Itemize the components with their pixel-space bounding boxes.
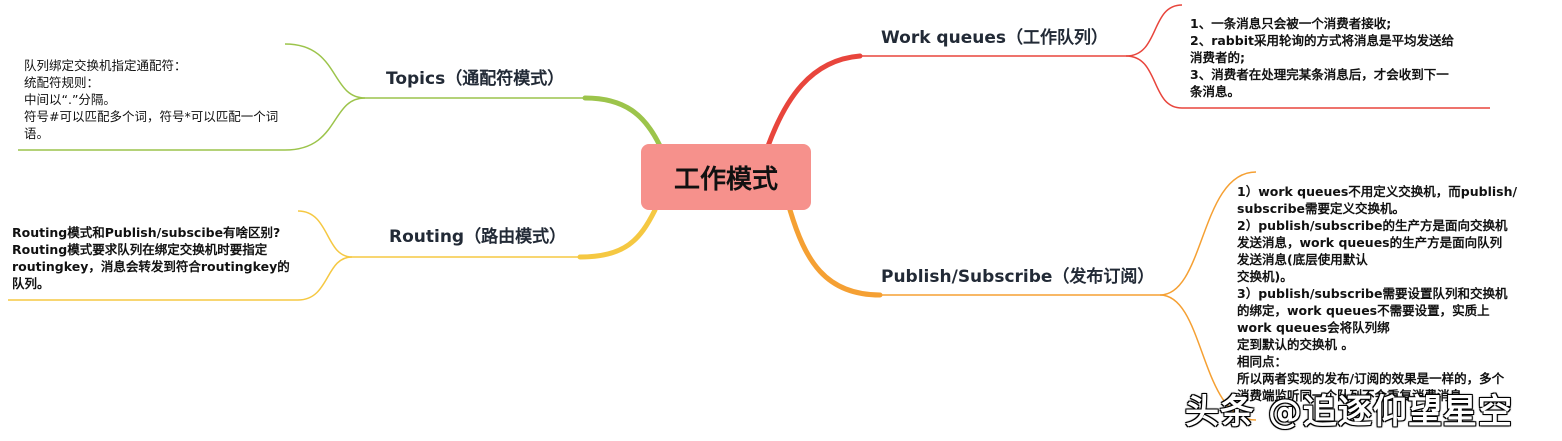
note-routing[interactable]: Routing模式和Publish/subscibe有啥区别? Routing模…: [12, 224, 290, 292]
note-line: 1、一条消息只会被一个消费者接收;: [1190, 16, 1392, 31]
note-line: 的绑定，work queues不需要设置，实质上: [1237, 303, 1490, 318]
connector-topics: [582, 95, 663, 149]
connector-routing: [577, 207, 658, 260]
note-line: 队列绑定交换机指定通配符：: [24, 58, 187, 73]
note-line: Routing模式和Publish/subscibe有啥区别?: [12, 225, 281, 240]
bracket-publish-subscribe-top: [1159, 171, 1257, 296]
bracket-work-queues-bottom: [1125, 55, 1490, 109]
note-line: 消费者的;: [1190, 50, 1245, 65]
bracket-topics-top: [284, 43, 366, 99]
watermark: 头条 @追逐仰望星空: [1185, 392, 1513, 432]
note-line: 相同点：: [1237, 354, 1288, 369]
note-line: 交换机)。: [1237, 269, 1293, 284]
note-line: 统配符规则：: [24, 75, 100, 90]
branch-topics-title[interactable]: Topics（通配符模式）: [386, 69, 565, 89]
note-line: 语。: [24, 126, 50, 141]
note-line: 3）publish/subscribe需要设置队列和交换机: [1237, 286, 1508, 301]
branch-publish-subscribe-title[interactable]: Publish/Subscribe（发布订阅）: [881, 267, 1155, 287]
branch-routing-title[interactable]: Routing（路由模式）: [389, 227, 567, 247]
bracket-topics-bottom: [18, 97, 366, 151]
connector-publish-subscribe: [787, 207, 883, 298]
note-work-queues[interactable]: 1、一条消息只会被一个消费者接收; 2、rabbit采用轮询的方式将消息是平均发…: [1190, 15, 1454, 100]
note-line: 消费端监听同一个队列不会重复消费消息。: [1237, 388, 1475, 403]
branch-work-queues-title[interactable]: Work queues（工作队列）: [881, 28, 1108, 48]
note-line: 2、rabbit采用轮询的方式将消息是平均发送给: [1190, 33, 1454, 48]
note-line: 中间以“.”分隔。: [24, 92, 116, 107]
note-topics[interactable]: 队列绑定交换机指定通配符： 统配符规则： 中间以“.”分隔。 符号#可以匹配多个…: [24, 57, 278, 142]
note-line: 发送消息，work queues的生产方是面向队列: [1237, 235, 1503, 250]
note-line: subscribe需要定义交换机。: [1237, 201, 1406, 216]
note-line: 2）publish/subscribe的生产方是面向交换机: [1237, 218, 1508, 233]
note-line: 定到默认的交换机 。: [1237, 337, 1354, 352]
bracket-work-queues-top: [1125, 4, 1183, 57]
bracket-routing-top: [297, 210, 353, 258]
note-line: 条消息。: [1190, 84, 1241, 99]
bracket-publish-subscribe-bottom: [1159, 294, 1257, 421]
note-line: 符号#可以匹配多个词，符号*可以匹配一个词: [24, 109, 279, 124]
note-line: Routing模式要求队列在绑定交换机时要指定: [12, 242, 268, 257]
note-line: routingkey，消息会转发到符合routingkey的: [12, 259, 290, 274]
note-line: 队列。: [12, 276, 50, 291]
note-line: 所以两者实现的发布/订阅的效果是一样的，多个: [1237, 371, 1505, 386]
connector-work-queues: [765, 53, 863, 149]
note-line: 1）work queues不用定义交换机，而publish/: [1237, 184, 1518, 199]
note-line: 3、消费者在处理完某条消息后，才会收到下一: [1190, 67, 1449, 82]
note-line: work queues会将队列绑: [1237, 320, 1390, 335]
central-topic[interactable]: 工作模式: [641, 144, 811, 210]
note-publish-subscribe[interactable]: 1）work queues不用定义交换机，而publish/ subscribe…: [1237, 183, 1517, 404]
note-line: 发送消息(底层使用默认: [1237, 252, 1368, 267]
bracket-routing-bottom: [8, 256, 353, 301]
